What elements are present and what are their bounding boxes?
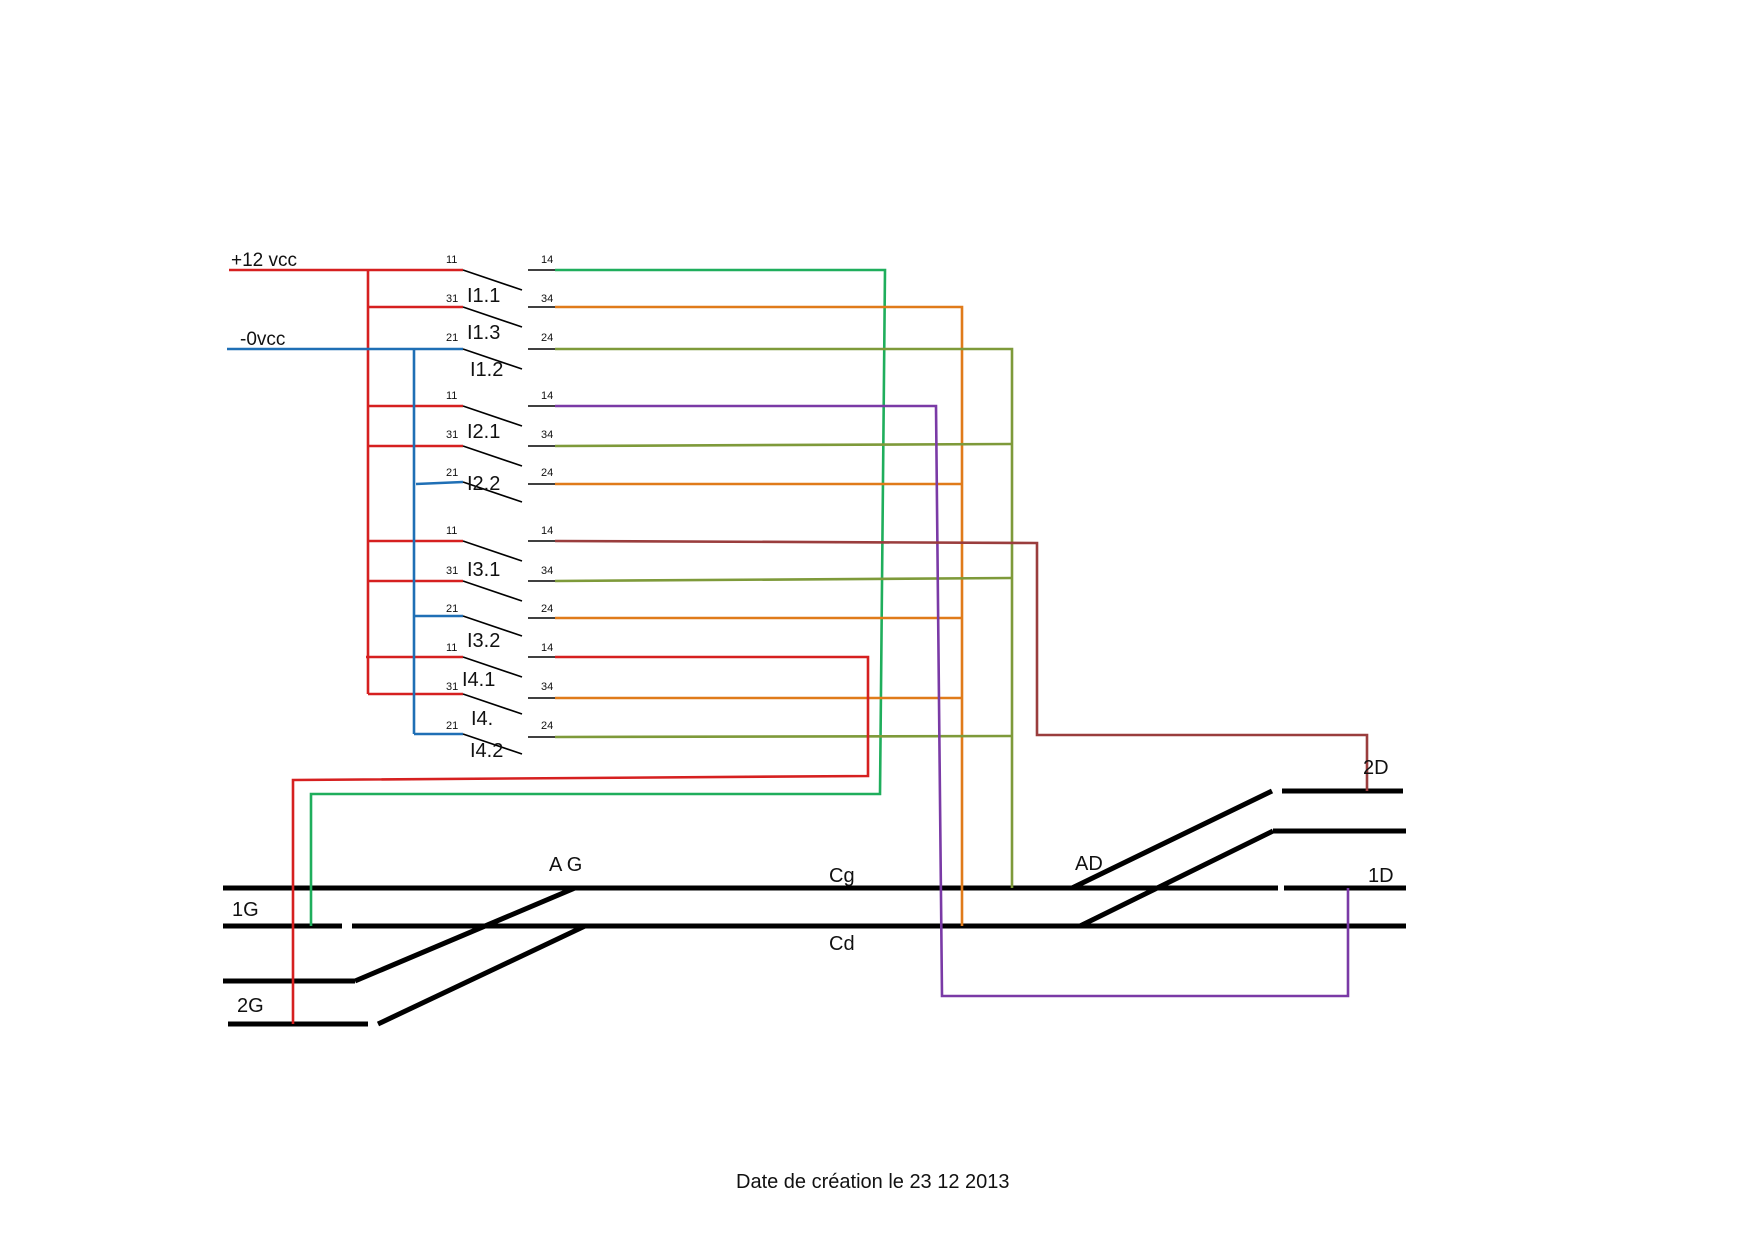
track-label-cg: Cg: [829, 865, 855, 887]
pin-in: 21: [446, 332, 458, 344]
switch-label: I1.2: [470, 359, 503, 381]
output-wires: [291, 268, 1369, 1024]
contact-blade-21-24-i2: [462, 481, 523, 503]
pin-in: 31: [446, 293, 458, 305]
wire-red-i4-14-to-2g: [291, 655, 870, 1024]
track-label-cd: Cd: [829, 933, 855, 955]
pin-in: 11: [446, 254, 457, 266]
pin-in: 31: [446, 565, 458, 577]
pin-out: 14: [541, 390, 553, 402]
switch-label: I3.2: [467, 630, 500, 652]
pin-out: 24: [541, 603, 553, 615]
track-ad-crossover-a: [1070, 788, 1274, 891]
track-label-2g: 2G: [237, 995, 264, 1017]
track-label-1g: 1G: [232, 899, 259, 921]
track-layout: [223, 788, 1406, 1027]
pin-out: 14: [541, 525, 553, 537]
switch-label: I4.1: [462, 669, 495, 691]
minus-0v-label: -0vcc: [240, 329, 285, 350]
wire-orange-i1-34: [555, 305, 964, 926]
contact-blade-31-34-i1: [462, 306, 523, 328]
switch-label: I1.3: [467, 322, 500, 344]
track-ag-crossover-a: [354, 885, 576, 984]
pin-out: 34: [541, 681, 553, 693]
contact-blade-31-34-i3: [462, 580, 523, 602]
switch-label: I1.1: [467, 285, 500, 307]
switch-label: I4.: [471, 708, 493, 730]
switch-label: I3.1: [467, 559, 500, 581]
contact-blade-21-24-i4: [462, 733, 523, 755]
creation-date-footer: Date de création le 23 12 2013: [736, 1171, 1010, 1193]
pin-out: 34: [541, 429, 553, 441]
switch-contacts: [462, 269, 555, 755]
track-ag-crossover-b: [376, 923, 587, 1027]
pin-in: 11: [446, 390, 457, 402]
contact-blade-11-14-i1: [462, 269, 523, 291]
pin-in: 21: [446, 467, 458, 479]
contact-blade-11-14-i2: [462, 405, 523, 427]
pin-in: 21: [446, 603, 458, 615]
contact-blade-11-14-i4: [462, 656, 523, 678]
plus-12v-label: +12 vcc: [231, 250, 297, 271]
labels: +12 vcc -0vcc I1.1 I1.3 I1.2 I2.1 I2.2 I…: [231, 250, 1394, 1193]
pin-in: 21: [446, 720, 458, 732]
pin-in: 11: [446, 525, 457, 537]
track-label-ag: A G: [549, 854, 582, 876]
track-label-ad: AD: [1075, 853, 1103, 875]
pin-out: 14: [541, 254, 553, 266]
pin-out: 34: [541, 565, 553, 577]
wire-olive-i1-24: [555, 347, 1014, 888]
minus-tap-21-i2: [415, 480, 464, 486]
pin-out: 24: [541, 720, 553, 732]
pin-in: 11: [446, 642, 457, 654]
minus-bus: [227, 347, 464, 736]
track-label-2d: 2D: [1363, 757, 1389, 779]
contact-blade-21-24-i3: [462, 615, 523, 637]
pin-in: 31: [446, 681, 458, 693]
contact-blade-11-14-i3: [462, 540, 523, 562]
switch-label: I2.1: [467, 421, 500, 443]
track-label-1d: 1D: [1368, 865, 1394, 887]
contact-blade-31-34-i4: [462, 693, 523, 715]
switch-label: I2.2: [467, 473, 500, 495]
pin-in: 31: [446, 429, 458, 441]
pin-out: 24: [541, 332, 553, 344]
wire-olive-i3-34: [554, 576, 1013, 583]
pin-out: 34: [541, 293, 553, 305]
pin-out: 14: [541, 642, 553, 654]
pin-out: 24: [541, 467, 553, 479]
wire-brown-i3-14-to-2d: [554, 539, 1369, 791]
switch-label: I4.2: [470, 740, 503, 762]
track-ad-crossover-b: [1078, 828, 1275, 929]
wire-green-i1-14-to-1g: [309, 268, 887, 926]
contact-blade-31-34-i2: [462, 445, 523, 467]
contact-blade-21-24-i1: [462, 348, 523, 370]
wire-purple-i2-14-to-1d: [555, 404, 1350, 998]
wire-olive-i4-24: [554, 734, 1013, 739]
wire-olive-i2-34: [554, 442, 1013, 448]
